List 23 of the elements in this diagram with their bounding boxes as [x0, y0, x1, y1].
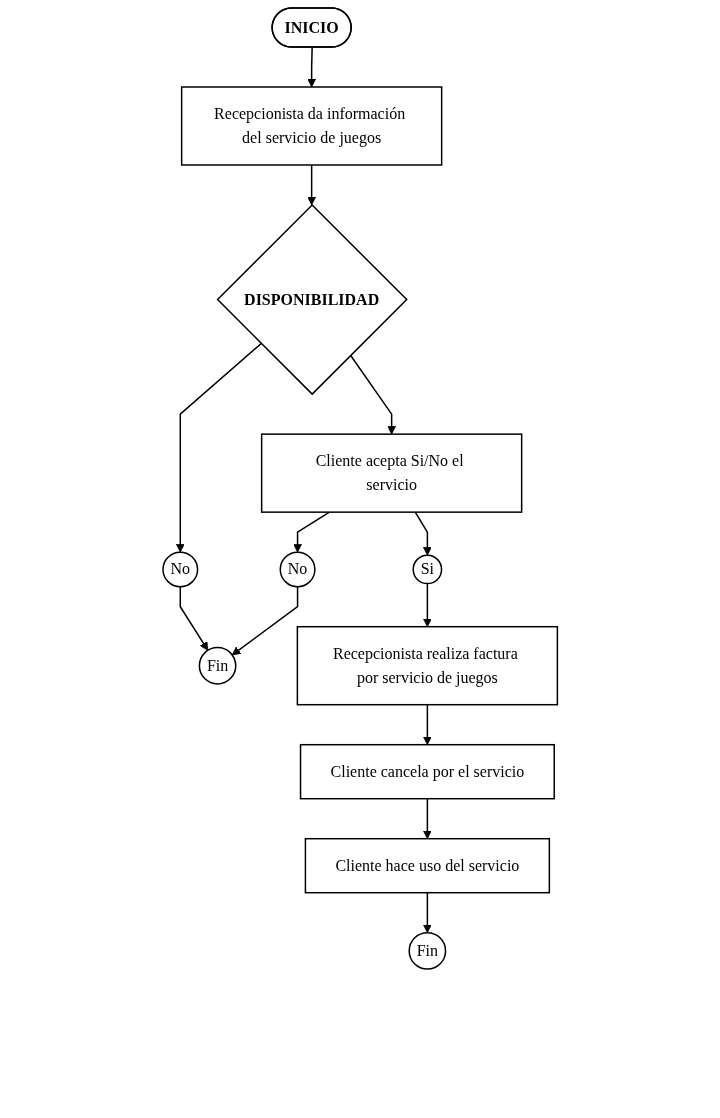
- arrow: [307, 164, 316, 206]
- arrow: [179, 585, 209, 651]
- arrow: [293, 511, 330, 553]
- node-box: Recepcionista da información del servicio de juegos: [180, 86, 443, 166]
- node-circle: No: [279, 551, 316, 588]
- node-circle: Fin: [198, 646, 237, 685]
- node-diamond: DISPONIBILIDAD: [216, 203, 408, 396]
- arrow: [349, 354, 396, 435]
- arrow: [414, 511, 432, 556]
- arrow: [175, 342, 262, 553]
- node-box: Cliente cancela por el servicio: [299, 743, 555, 800]
- node-circle: Fin: [408, 931, 447, 970]
- node-box: Cliente hace uso del servicio: [304, 837, 550, 894]
- arrow: [422, 703, 432, 746]
- node-box: Cliente acepta Si/No el servicio: [260, 433, 523, 513]
- arrow: [422, 797, 432, 840]
- arrow: [422, 891, 432, 934]
- arrow: [307, 46, 316, 88]
- arrow: [231, 585, 299, 656]
- node-circle: No: [162, 551, 199, 588]
- arrow: [422, 582, 432, 628]
- node-circle: Si: [412, 554, 443, 585]
- node-box: Recepcionista realiza factura por servicio de juegos: [296, 625, 558, 706]
